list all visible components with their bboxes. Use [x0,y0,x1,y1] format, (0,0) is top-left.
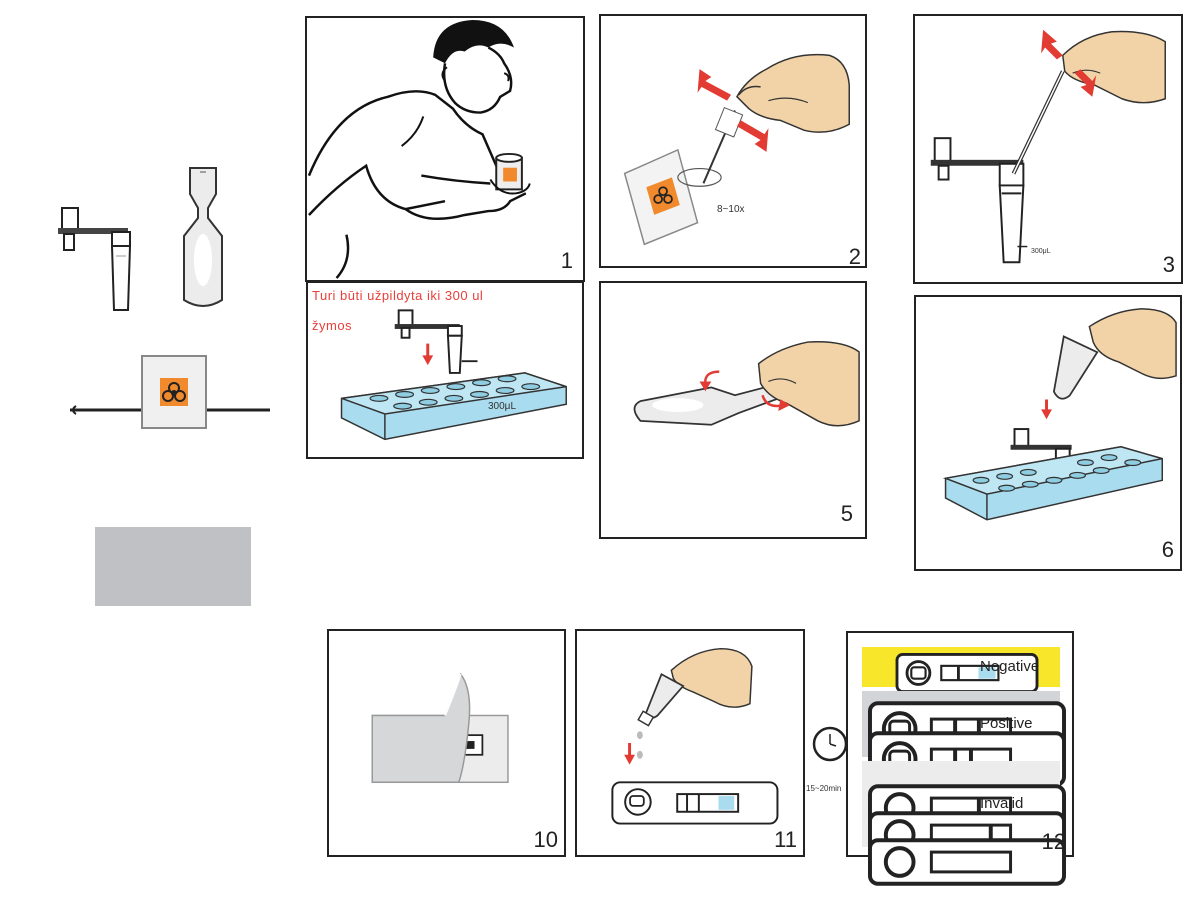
result-negative-row: Negative [862,647,1060,693]
step-number-5: 5 [840,501,853,526]
pouch-illustration [371,672,509,784]
red-arrow-icon [697,69,769,152]
biohazard-icon [162,382,186,402]
swab-count-label: 8~10x [717,204,745,215]
result-negative-label: Negative [980,658,1040,675]
rack-illustration [340,309,567,441]
step-number-3: 3 [1162,252,1175,277]
step-panel-1: 1 [305,16,585,282]
fill-instruction-line1: Turi būti užpildyta iki 300 ul [312,288,484,303]
step-panel-2: 8~10x 2 [599,14,867,269]
step-panel-6: 6 [914,295,1182,571]
swab-collection-illustration [623,53,850,246]
step-number-10: 10 [533,827,558,852]
swab-rotate-illustration [633,341,860,427]
timer-icon [812,726,848,762]
step-number-6: 6 [1161,537,1174,562]
result-positive-row: Positive [862,691,1066,787]
red-arrow-icon [1041,29,1097,97]
cassette-icon [895,653,1039,693]
step-panel-12: Negative Positive [846,631,1074,886]
tube-volume-label: 300μL [1031,248,1051,255]
step-panel-11: 11 [575,629,805,857]
volume-label: 300μL [488,401,517,412]
result-invalid-row: Invalid [862,761,1066,886]
step-number-1: 1 [560,248,573,273]
red-arrow-icon [422,343,434,366]
tube-to-rack-illustration [942,308,1177,521]
step-number-2: 2 [848,244,861,269]
grey-placeholder-block [95,527,251,606]
step-panel-4: Turi būti užpildyta iki 300 ul žymos 300… [306,281,584,459]
cassette-icon [868,838,1066,886]
swab-package-illustration [70,355,270,429]
step-number-12: 12 [1041,829,1066,854]
person-illustration [307,19,531,279]
step-panel-5: 5 [599,281,867,539]
red-arrow-icon [624,743,635,765]
timer-label: 15~20min [806,784,842,793]
fill-instruction-line2: žymos [312,318,353,333]
step-number-11: 11 [774,827,797,852]
kit-contents [40,160,300,620]
result-positive-label: Positive [980,715,1033,732]
biohazard-icon [653,186,673,204]
red-arrow-icon [1041,399,1052,420]
step-panel-10: 10 [327,629,566,857]
cassette-drop-illustration [611,647,779,825]
kit-tube-illustration [58,167,223,311]
step-panel-3: 300μL 3 [913,14,1183,284]
result-invalid-label: Invalid [980,795,1024,812]
swab-insert-illustration [930,29,1166,264]
